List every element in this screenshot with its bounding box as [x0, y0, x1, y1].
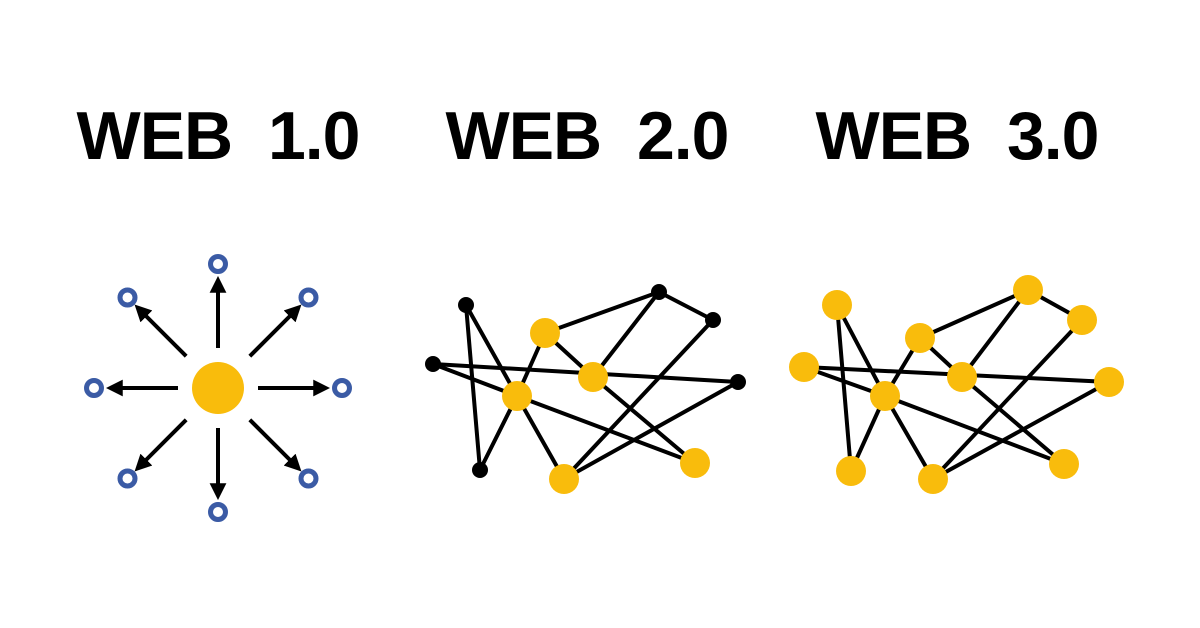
web2-title: WEB 2.0: [445, 98, 730, 174]
client-node-left: [84, 378, 104, 398]
edge-E-J: [562, 318, 715, 481]
node-A-yellow: [822, 290, 852, 320]
client-node-right: [332, 378, 352, 398]
edge-H-K: [960, 375, 1066, 466]
edge-G-D: [918, 288, 1030, 340]
web1-title: WEB 1.0: [76, 98, 361, 174]
node-B-yellow: [789, 352, 819, 382]
edge-A-C: [464, 303, 482, 472]
edge-A-I: [835, 303, 887, 398]
client-node-down-right: [298, 468, 319, 489]
arrow-down-left: [134, 418, 188, 472]
node-E-yellow: [1067, 305, 1097, 335]
node-J-yellow: [918, 464, 948, 494]
node-H-yellow: [947, 362, 977, 392]
node-J-yellow: [549, 464, 579, 494]
client-node-up-right: [298, 287, 319, 308]
edge-D-E: [657, 290, 715, 322]
node-C-yellow: [836, 456, 866, 486]
node-B-black: [425, 356, 441, 372]
client-node-down-left: [117, 468, 138, 489]
node-G-yellow: [905, 323, 935, 353]
node-D-yellow: [1013, 275, 1043, 305]
node-K-yellow: [1049, 449, 1079, 479]
node-C-black: [472, 462, 488, 478]
edge-H-D: [591, 290, 661, 379]
node-D-black: [651, 284, 667, 300]
edge-H-D: [960, 288, 1030, 379]
edge-I-J: [515, 394, 566, 481]
web3-title: WEB 3.0: [815, 98, 1100, 174]
node-H-yellow: [578, 362, 608, 392]
edge-G-D: [543, 290, 661, 335]
node-G-yellow: [530, 318, 560, 348]
client-node-up-left: [117, 287, 138, 308]
edge-A-I: [464, 303, 519, 398]
node-F-yellow: [1094, 367, 1124, 397]
edge-I-J: [883, 394, 935, 481]
web3-diagram: [789, 275, 1124, 494]
edge-I-K: [883, 394, 1066, 466]
node-K-yellow: [680, 448, 710, 478]
edge-E-J: [931, 318, 1084, 481]
node-E-black: [705, 312, 721, 328]
arrow-down-right: [248, 418, 302, 472]
client-node-up: [208, 254, 228, 274]
arrow-up-left: [134, 304, 188, 358]
hub-node: [192, 362, 244, 414]
arrow-up-right: [248, 304, 302, 358]
web2-diagram: [425, 284, 746, 494]
edge-H-K: [591, 375, 697, 465]
node-I-yellow: [502, 381, 532, 411]
edge-I-K: [515, 394, 697, 465]
node-F-black: [730, 374, 746, 390]
edge-F-J: [562, 380, 740, 481]
edge-F-J: [931, 380, 1111, 481]
edge-A-C: [835, 303, 853, 473]
node-A-black: [458, 297, 474, 313]
client-node-down: [208, 502, 228, 522]
node-I-yellow: [870, 381, 900, 411]
web1-diagram: [84, 254, 352, 522]
